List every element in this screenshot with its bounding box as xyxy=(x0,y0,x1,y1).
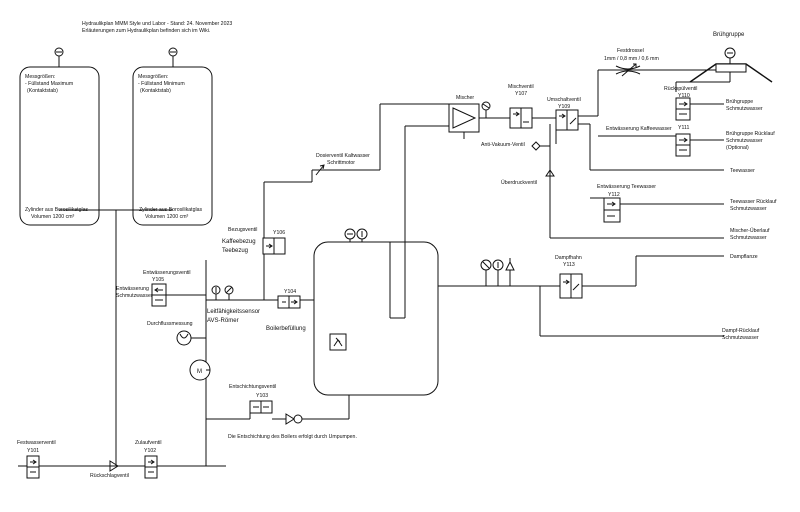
boiler xyxy=(313,228,439,396)
dampfhahn-label: Dampfhahn xyxy=(555,255,582,261)
tee-rueck-2: Schmutzwasser xyxy=(730,206,767,212)
bruehgruppe: Brühgruppe xyxy=(675,32,773,92)
valve-y110[interactable]: Rückspülventil Y110 xyxy=(664,86,697,121)
entw-schmutz-1: Entwässerung xyxy=(116,286,149,292)
y103-label: Y103 xyxy=(256,393,268,399)
tank-min-bottom-2: Volumen 1200 cm³ xyxy=(145,214,189,220)
durchfluss-label: Durchflussmessung xyxy=(147,321,193,327)
bruehgruppe-label: Brühgruppe xyxy=(713,32,745,38)
valve-y102[interactable]: Zulaufventil Y102 xyxy=(135,440,162,479)
tank-min-label-3: (Kontaktstab) xyxy=(140,88,171,94)
entschichtung-note: Die Entschichtung des Boilers erfolgt du… xyxy=(228,434,357,440)
mixer: Mischer xyxy=(448,95,480,139)
tank-max: Messgrößen: - Füllstand Maximum (Kontakt… xyxy=(19,47,100,226)
mischer-ueber-1: Mischer-Überlauf xyxy=(730,227,770,234)
check-valve: Rückschlagventil xyxy=(90,460,129,479)
valve-y107[interactable]: Mischventil Y107 xyxy=(508,84,534,129)
dampf-rueck-2: Schmutzwasser xyxy=(722,335,759,341)
boilerbef-label: Boilerbefüllung xyxy=(266,326,306,332)
avs-label: AVS-Römer xyxy=(207,318,239,324)
motor-label: M xyxy=(197,369,202,375)
tank-max-label-1: Messgrößen: xyxy=(25,74,55,80)
bg-rueck-2: Schmutzwasser xyxy=(726,138,763,144)
dosing-valve[interactable]: Dosierventil Kaltwasser Schrittmotor xyxy=(315,153,370,176)
entw-title: Entwässerungsventil xyxy=(143,270,191,276)
y113-label: Y113 xyxy=(563,262,575,268)
valve-y111[interactable]: Entwässerung Kaffeewasser Y111 xyxy=(606,125,691,157)
tank-max-bottom-1: Zylinder aus Borosilikatglas xyxy=(25,207,89,213)
pump-motor: M xyxy=(189,359,211,381)
tank-max-label-2: - Füllstand Maximum xyxy=(25,81,73,87)
valve-y112[interactable]: Entwässerung Teewasser Y112 xyxy=(597,184,656,223)
y104-label: Y104 xyxy=(284,289,296,295)
entw-kaffee-label: Entwässerung Kaffeewasser xyxy=(606,126,672,132)
rueckschlag-label: Rückschlagventil xyxy=(90,473,129,479)
dosier-label-1: Dosierventil Kaltwasser xyxy=(316,153,370,159)
dampflanze-label: Dampflanze xyxy=(730,254,758,260)
dosier-label-2: Schrittmotor xyxy=(327,160,355,166)
y111-label: Y111 xyxy=(678,125,689,131)
mischer-ueber-2: Schmutzwasser xyxy=(730,235,767,241)
festdrossel: Festdrossel 1mm / 0,8 mm / 0,6 mm xyxy=(604,48,659,77)
festdrossel-label: Festdrossel xyxy=(617,48,644,54)
tank-max-label-3: (Kontaktstab) xyxy=(27,88,58,94)
y109-label: Y109 xyxy=(558,104,570,110)
mischventil-label: Mischventil xyxy=(508,84,534,90)
valve-y105[interactable]: Entwässerungsventil Y105 Entwässerung Sc… xyxy=(116,270,191,307)
flow-sensor: Durchflussmessung xyxy=(147,321,206,346)
pressure-relief-valve: Überdruckventil xyxy=(501,169,555,186)
anti-vacuum-valve: Anti-Vakuum-Ventil xyxy=(481,141,550,151)
y106-label: Y106 xyxy=(273,230,285,236)
header-subtitle: Erläuterungen zum Hydraulikplan befinden… xyxy=(82,28,210,34)
tank-min-label-1: Messgrößen: xyxy=(138,74,168,80)
y110-label: Y110 xyxy=(678,93,690,99)
header-title: Hydraulikplan MMM Style und Labor - Stan… xyxy=(82,21,232,27)
y105-label: Y105 xyxy=(152,277,164,283)
valve-y106[interactable]: Bezugsventil Y106 Kaffeebezug Teebezug xyxy=(222,227,286,255)
mischer-label: Mischer xyxy=(456,95,474,101)
leitfaehigkeit-label: Leitfähigkeitssensor xyxy=(207,309,260,315)
teewasser-label: Teewasser xyxy=(730,168,755,174)
anti-vakuum-label: Anti-Vakuum-Ventil xyxy=(481,142,525,148)
bg-rueck-3: (Optional) xyxy=(726,145,749,151)
ueberdruck-label: Überdruckventil xyxy=(501,179,537,186)
tee-rueck-1: Teewasser Rücklauf xyxy=(730,199,777,205)
teebezug-label: Teebezug xyxy=(222,248,248,254)
zulauf-label: Zulaufventil xyxy=(135,440,162,446)
festdrossel-sizes: 1mm / 0,8 mm / 0,6 mm xyxy=(604,56,659,62)
bg-schmutz-2: Schmutzwasser xyxy=(726,106,763,112)
bg-schmutz-1: Brühgruppe xyxy=(726,99,753,105)
dampf-rueck-1: Dampf-Rücklauf xyxy=(722,328,760,334)
entschichtung-label: Entschichtungsventil xyxy=(229,384,276,390)
bezugsventil-label: Bezugsventil xyxy=(228,227,257,233)
mixer-sensor xyxy=(481,101,491,118)
entw-schmutz-2: Schmutzwasser xyxy=(116,293,153,299)
kaffeebezug-label: Kaffeebezug xyxy=(222,239,256,245)
y102-label: Y102 xyxy=(144,448,156,454)
y107-label: Y107 xyxy=(515,91,527,97)
y101-label: Y101 xyxy=(27,448,39,454)
y112-label: Y112 xyxy=(608,192,620,198)
valve-y109[interactable]: Umschaltventil Y109 xyxy=(547,97,581,131)
conductivity-sensor: Leitfähigkeitssensor AVS-Römer xyxy=(207,285,260,324)
entw-tee-label: Entwässerung Teewasser xyxy=(597,184,656,190)
tank-max-bottom-2: Volumen 1200 cm³ xyxy=(31,214,75,220)
tank-min: Messgrößen: - Füllstand Minimum (Kontakt… xyxy=(132,47,213,226)
valve-y103[interactable]: Entschichtungsventil Y103 xyxy=(229,384,276,414)
check-valve-2 xyxy=(285,413,303,425)
umschalt-label: Umschaltventil xyxy=(547,97,581,103)
valve-y101[interactable]: Festwasserventil Y101 xyxy=(17,440,56,479)
festwasser-label: Festwasserventil xyxy=(17,440,56,446)
bg-rueck-1: Brühgruppe Rücklauf xyxy=(726,131,775,137)
ruecksp-label: Rückspülventil xyxy=(664,86,697,92)
tank-min-label-2: - Füllstand Minimum xyxy=(138,81,185,87)
valve-y113[interactable]: Dampfhahn Y113 xyxy=(555,255,583,299)
valve-y104[interactable]: Y104 Boilerbefüllung xyxy=(266,289,306,332)
steam-sensors xyxy=(480,258,515,286)
